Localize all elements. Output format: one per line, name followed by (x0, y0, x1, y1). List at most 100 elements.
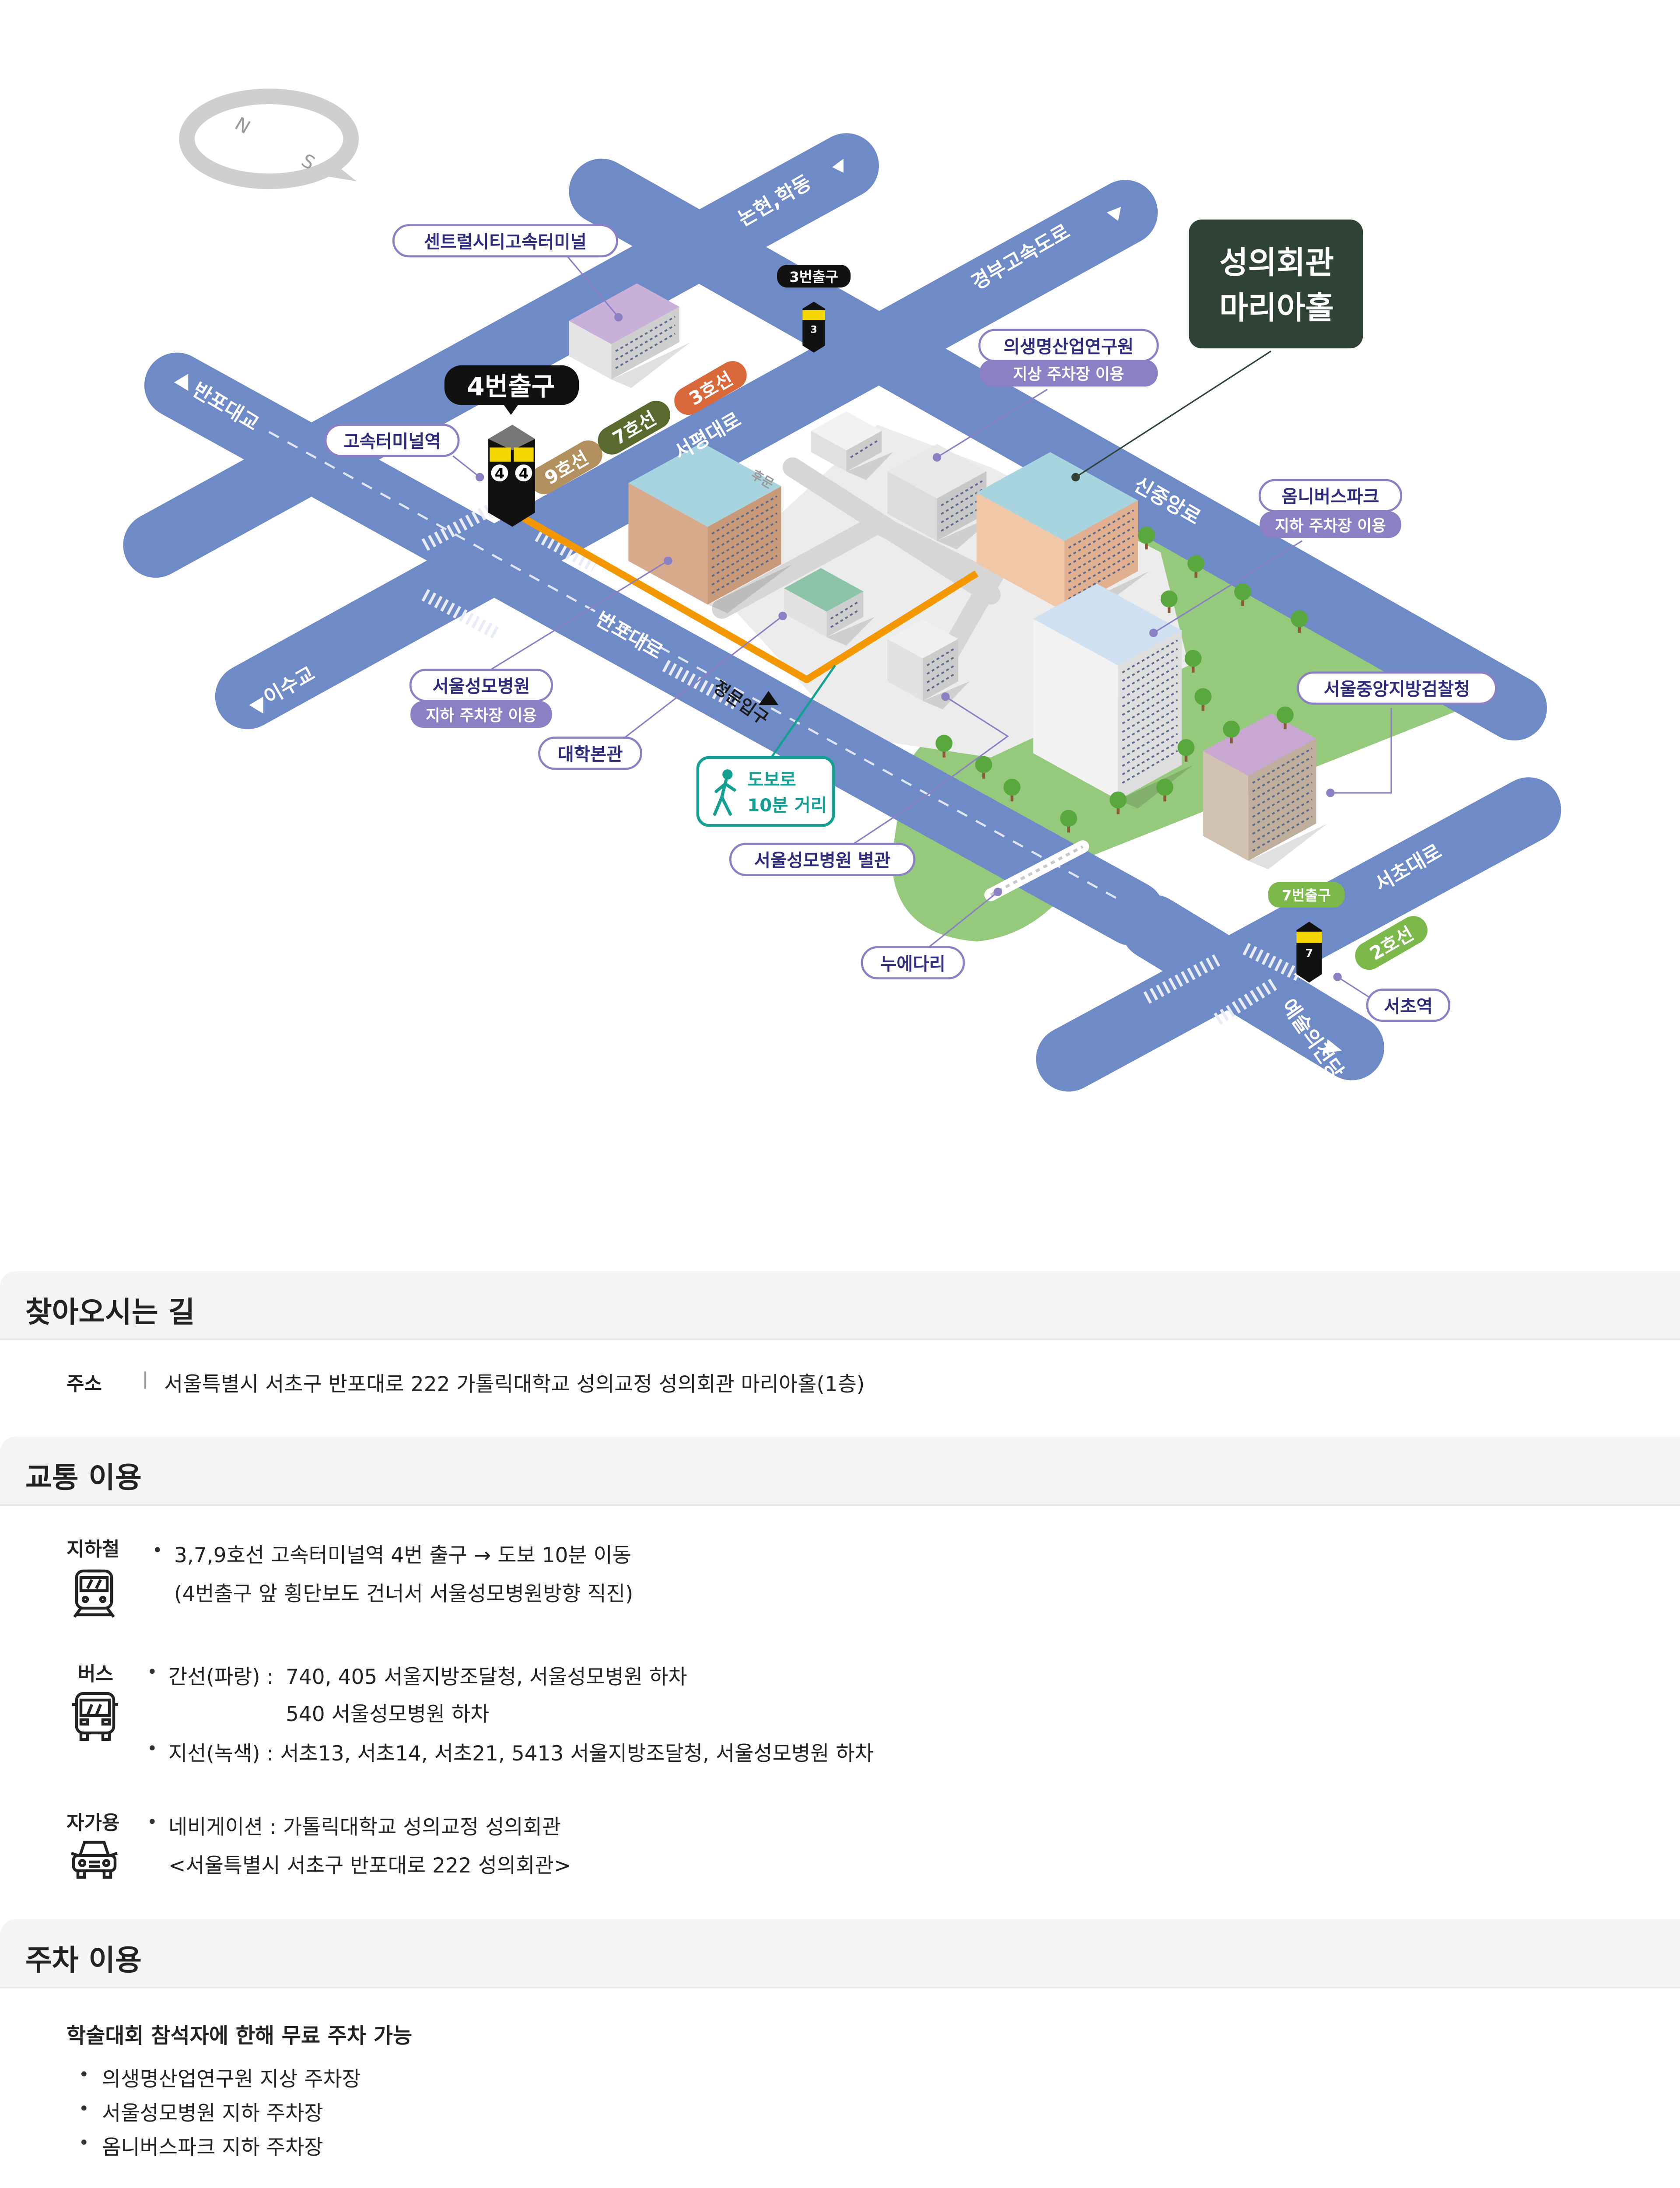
window-row (1068, 518, 1134, 558)
window-row (711, 495, 778, 535)
directions-title: 찾아오시는 길 (25, 1295, 195, 1329)
central-city-building (569, 283, 691, 388)
seocho-station-text: 서초역 (1384, 996, 1433, 1017)
st-marys-hospital-building (628, 442, 793, 614)
place-labels: 센트럴시티고속터미널 고속터미널역 의생명산업연구원 지상 주차장 이용 옴니버… (324, 224, 1497, 1022)
big-white-building (1033, 583, 1194, 809)
label-biomedical: 의생명산업연구원 지상 주차장 이용 (978, 329, 1159, 387)
label-nuedari: 누에다리 (861, 946, 965, 980)
transport-title: 교통 이용 (25, 1461, 142, 1494)
main-building-text: 대학본관 (558, 743, 623, 764)
window-row (1252, 764, 1312, 801)
window-row (615, 316, 676, 352)
bullet: • (147, 1662, 158, 1682)
exit4-text: 4번출구 (467, 372, 555, 401)
tree-icon (1160, 590, 1178, 614)
road-banpo (144, 352, 1165, 946)
small-building (811, 411, 893, 480)
window-row (1252, 756, 1312, 792)
exit7-text: 7번출구 (1282, 887, 1331, 904)
window-row (1068, 560, 1134, 600)
window-row (711, 555, 778, 594)
compass-icon: N S (179, 88, 359, 189)
bus-trunk-label: 간선(파랑) : (168, 1665, 274, 1689)
car-icon (70, 1841, 118, 1879)
biomedical-text: 의생명산업연구원 (1004, 336, 1134, 357)
walking-route (522, 515, 979, 684)
window-row (1122, 741, 1178, 775)
bullet: • (79, 2065, 89, 2085)
prosecutors-building (1203, 713, 1328, 870)
window-row (615, 324, 676, 361)
omnibus-parking-badge: 지하 주차장 이용 (1275, 517, 1386, 535)
bullet: • (147, 1812, 158, 1832)
window-row (1252, 807, 1312, 843)
address-label: 주소 (66, 1373, 102, 1395)
window-row (711, 504, 778, 543)
hospital-annex-text: 서울성모병원 별관 (754, 850, 891, 871)
exit7-pillar: 7 (1296, 922, 1322, 983)
window-row (1252, 747, 1312, 784)
window-row (615, 333, 676, 369)
tree-icon (1234, 583, 1251, 606)
window-row (1252, 773, 1312, 810)
window-row (1122, 699, 1178, 733)
window-row (1252, 790, 1312, 826)
window-row (1252, 799, 1312, 835)
parking-note: 학술대회 참석자에 한해 무료 주차 가능 (66, 2023, 413, 2048)
bus-trunk-line-2: 540 서울성모병원 하차 (286, 1702, 490, 1726)
nuedari-text: 누에다리 (880, 953, 945, 974)
destination-label: 성의회관 마리아홀 (1189, 219, 1363, 349)
exit3-text: 3번출구 (789, 269, 838, 285)
exit3-number: 3 (810, 324, 817, 335)
car-label: 자가용 (66, 1812, 120, 1834)
window-row (1122, 707, 1178, 741)
window-row (1122, 673, 1178, 708)
green-roof-building (784, 568, 875, 646)
parking-item: 옴니버스파크 지하 주차장 (102, 2135, 323, 2160)
leader-lines (452, 254, 1392, 1000)
hospital-parking-badge: 지하 주차장 이용 (426, 707, 537, 725)
tree-icon (1110, 791, 1127, 814)
prosecutors-text: 서울중앙지방검찰청 (1324, 679, 1470, 700)
exit4-number: 4 (495, 466, 505, 482)
tree-icon (1138, 526, 1155, 550)
roads (123, 133, 1561, 1092)
subway-line-2: (4번출구 앞 횡단보도 건너서 서울성모병원방향 직진) (174, 1582, 634, 1606)
walk-text-2: 10분 거리 (747, 795, 827, 816)
exit3-label: 3번출구 (777, 265, 851, 288)
campus-driveway (712, 457, 1005, 690)
window-row (1122, 733, 1178, 767)
tree-icon (1291, 610, 1308, 633)
window-row (941, 489, 983, 515)
window-row (1122, 639, 1178, 673)
trees (935, 526, 1308, 833)
tree-icon (1187, 555, 1205, 578)
omnibus-text: 옴니버스파크 (1281, 486, 1379, 507)
window-row (1122, 656, 1178, 691)
train-icon (73, 1569, 115, 1618)
tree-icon (1177, 739, 1195, 762)
window-row (1068, 535, 1134, 575)
window-row (1068, 552, 1134, 591)
bus-icon (72, 1692, 118, 1741)
bus-trunk-line-1: 740, 405 서울지방조달청, 서울성모병원 하차 (286, 1665, 687, 1689)
subway-line-pills: 9호선 7호선 3호선 2호선 (530, 361, 1428, 970)
car-line-1: 네비게이션 : 가톨릭대학교 성의교정 성의회관 (168, 1815, 561, 1839)
destination-line-1: 성의회관 (1219, 245, 1334, 281)
direction-arrows (174, 158, 1342, 1054)
window-row (711, 538, 778, 577)
window-row (1068, 543, 1134, 583)
bullet: • (79, 2133, 89, 2153)
destination-building (976, 452, 1149, 621)
directions-header: 찾아오시는 길 (0, 1271, 1680, 1340)
compass-north: N (231, 113, 254, 138)
window-row (941, 497, 983, 523)
window-row (1252, 815, 1312, 852)
label-prosecutors: 서울중앙지방검찰청 (1297, 671, 1497, 705)
tree-icon (1060, 810, 1077, 833)
parking-item: 서울성모병원 지하 주차장 (102, 2101, 323, 2125)
window-row (1122, 716, 1178, 750)
tree-icon (1194, 688, 1212, 711)
window-row (711, 512, 778, 552)
